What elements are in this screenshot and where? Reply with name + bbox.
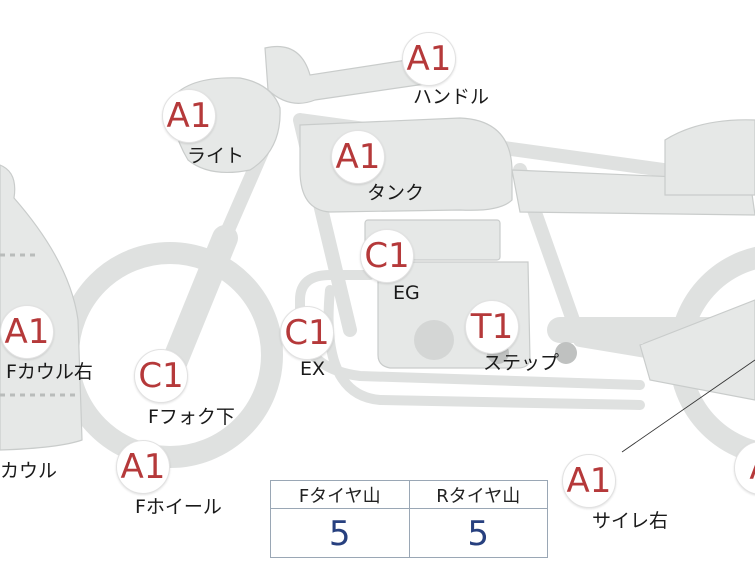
marker-code: C1 — [138, 356, 184, 396]
frame-shape — [207, 113, 707, 367]
marker-step[interactable]: T1 — [465, 300, 519, 354]
label-step: ステップ — [483, 352, 560, 374]
marker-code: A1 — [406, 39, 452, 79]
marker-silencer-right[interactable]: A1 — [562, 454, 616, 508]
marker-engine[interactable]: C1 — [360, 229, 414, 283]
marker-code: A — [749, 451, 755, 485]
marker-exhaust[interactable]: C1 — [280, 306, 334, 360]
tire-tread-table: Fタイヤ山 Rタイヤ山 5 5 — [270, 480, 548, 558]
label-cowl: カウル — [0, 460, 58, 482]
marker-code: C1 — [364, 236, 410, 276]
front-cowl-shape — [0, 164, 83, 451]
rear-cover-shape — [639, 299, 755, 401]
marker-light[interactable]: A1 — [162, 89, 216, 143]
marker-code: C1 — [284, 313, 330, 353]
label-handle: ハンドル — [413, 86, 490, 108]
marker-code: A1 — [566, 461, 612, 501]
table-value-row: 5 5 — [271, 509, 547, 558]
label-engine: EG — [393, 282, 420, 304]
label-front-fork: Fフォク下 — [148, 406, 235, 428]
label-light: ライト — [187, 145, 245, 167]
rear-tire-value: 5 — [408, 509, 548, 558]
marker-code: T1 — [470, 307, 514, 347]
front-tire-value: 5 — [328, 513, 351, 554]
silencer-leader-line — [621, 359, 755, 453]
marker-code: A1 — [120, 447, 166, 487]
rear-tire-header: Rタイヤ山 — [408, 481, 548, 508]
marker-code: A1 — [335, 137, 381, 177]
table-header-row: Fタイヤ山 Rタイヤ山 — [271, 481, 547, 509]
marker-handle[interactable]: A1 — [402, 32, 456, 86]
marker-front-cowl-right[interactable]: A1 — [0, 305, 54, 359]
engine-port-shape — [414, 320, 454, 360]
label-silencer-right: サイレ右 — [592, 510, 669, 532]
marker-front-wheel[interactable]: A1 — [116, 440, 170, 494]
tail-shape — [664, 119, 755, 196]
marker-code: A1 — [166, 96, 212, 136]
front-tire-header: Fタイヤ山 — [298, 485, 381, 507]
label-exhaust: EX — [300, 358, 326, 380]
step-peg-right — [555, 342, 577, 364]
label-tank: タンク — [367, 182, 425, 204]
marker-front-fork[interactable]: C1 — [134, 349, 188, 403]
label-front-wheel: Fホイール — [135, 496, 222, 518]
marker-code: A1 — [4, 312, 50, 352]
marker-tank[interactable]: A1 — [331, 130, 385, 184]
label-front-cowl-right: Fカウル右 — [6, 361, 93, 383]
